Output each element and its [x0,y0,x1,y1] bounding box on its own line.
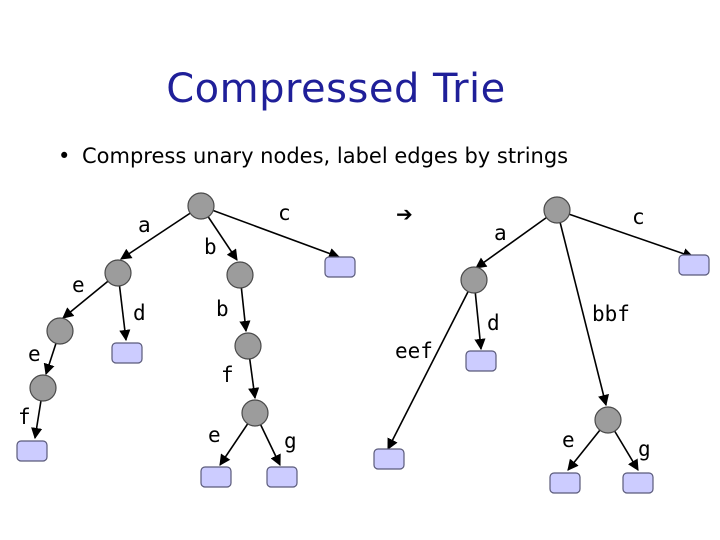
leaf-node [111,342,143,364]
edge-label: e [28,342,41,366]
edge-label: a [138,213,151,237]
edge-label: a [494,221,507,245]
edge-label: f [221,363,234,387]
bullet-dot: • [58,144,71,168]
edge-label: e [208,423,221,447]
leaf-node [465,350,497,372]
edge-label: c [632,205,645,229]
edge-label: e [72,273,85,297]
edge-a-eef [387,279,475,450]
root-node [543,196,571,224]
edge-label: f [18,405,31,429]
edge-label: g [638,437,651,461]
leaf-node [200,466,232,488]
leaf-node [266,466,298,488]
edge-label: b [204,235,217,259]
edge-root-c [200,205,341,259]
edge-label: d [133,301,146,325]
root-node [187,192,215,220]
internal-node [241,399,269,427]
internal-node [226,261,254,289]
leaf-node [373,448,405,470]
edge-label: d [487,311,500,335]
bullet-text: Compress unary nodes, label edges by str… [82,144,569,168]
edge-label: e [562,428,575,452]
leaf-node [622,472,654,494]
internal-node [104,259,132,287]
compressed-trie: a c eef d bbf e g [373,196,710,494]
internal-node [460,266,488,294]
bullet-item: • Compress unary nodes, label edges by st… [58,144,568,168]
leaf-node [549,472,581,494]
edge-label: b [216,297,229,321]
edge-root-bbf [556,209,609,407]
leaf-node [678,254,710,276]
edge-root-c [556,209,695,260]
leaf-node [324,256,356,278]
edge-label: eef [395,339,433,363]
transform-arrow-icon: ➔ [396,202,413,226]
edge-root-a [120,205,202,260]
edge-root-a [475,209,558,269]
edge-label: g [284,429,297,453]
leaf-node [16,440,48,462]
slide-title: Compressed Trie [166,66,506,112]
internal-node [46,317,74,345]
edge-label: bbf [592,302,630,326]
internal-node [29,374,57,402]
internal-node [594,406,622,434]
original-trie: a c b e d e f b f e g [16,192,356,488]
internal-node [234,332,262,360]
edge-label: c [278,201,291,225]
